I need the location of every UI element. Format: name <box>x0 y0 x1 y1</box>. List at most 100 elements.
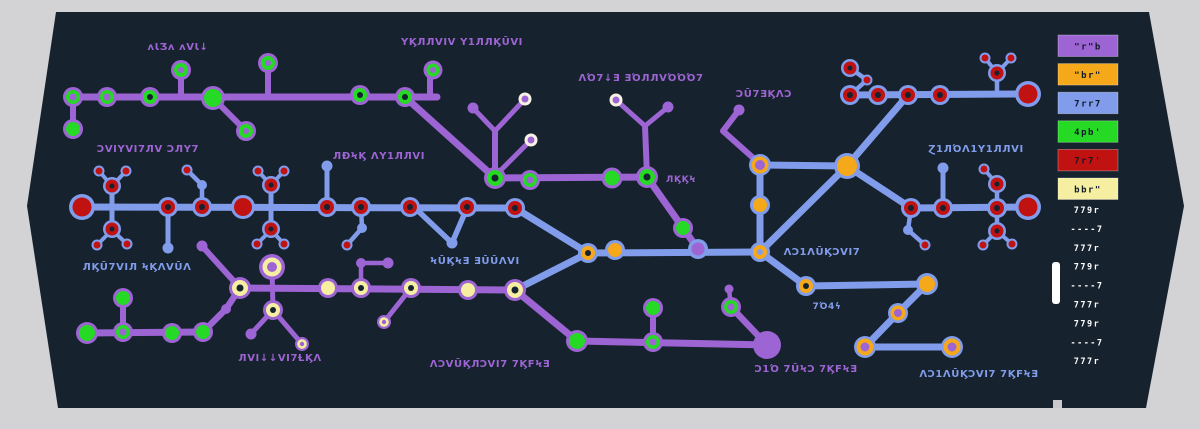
station-node <box>733 104 745 116</box>
station-node <box>231 195 255 219</box>
station-node <box>97 87 117 107</box>
station-node <box>978 163 990 175</box>
route-line-blue <box>756 162 851 256</box>
legend-label: bbr" <box>1074 185 1102 195</box>
station-node <box>251 238 263 250</box>
station-ring <box>894 309 902 317</box>
station-node <box>140 87 160 107</box>
route-list-item: 777r <box>1074 244 1100 254</box>
station-node <box>93 165 105 177</box>
station-ring <box>299 341 305 347</box>
route-line-blue <box>511 249 592 294</box>
station-ring <box>243 128 249 134</box>
station-ring <box>937 92 943 98</box>
station-ring <box>178 67 184 73</box>
route-line-purple <box>83 328 207 337</box>
station-node <box>518 92 532 106</box>
station-ring <box>197 180 207 190</box>
station-ring <box>691 242 705 256</box>
stations <box>63 52 1041 359</box>
station-node <box>121 238 133 250</box>
map-label: ɅϽ1ΛŪϏϽVΙ7 7ϏϜϞƎ <box>919 367 1038 380</box>
station-ring <box>268 182 274 188</box>
station-node <box>930 85 950 105</box>
station-ring <box>646 301 660 315</box>
station-node <box>351 197 371 217</box>
station-ring <box>757 249 763 255</box>
station-ring <box>847 65 853 71</box>
station-node <box>840 85 860 105</box>
route-line-purple <box>494 137 534 177</box>
station-ring <box>1007 54 1015 62</box>
station-ring <box>357 92 363 98</box>
station-ring <box>461 283 475 297</box>
station-node <box>158 197 178 217</box>
map-label: ᴧƖƷᴧ ᴧVƖ↓ <box>148 42 209 53</box>
legend-item: 7r7' <box>1057 148 1119 172</box>
map-label: ϞŪϏϞƎ ƎŪŪɅVΙ <box>430 254 520 267</box>
map-label: 7Ό4ϟ <box>813 301 842 312</box>
station-ring <box>980 165 988 173</box>
station-ring <box>491 174 499 182</box>
route-list-item: ----7 <box>1070 338 1103 348</box>
station-node <box>446 237 458 249</box>
scrollbar-thumb[interactable] <box>1052 262 1060 304</box>
station-node <box>834 153 860 179</box>
station-node <box>196 240 208 252</box>
station-node <box>258 53 278 73</box>
station-ring <box>122 167 130 175</box>
map-label: Ɔ1Ό 7ŪϞϽ 7ϏϜϞƎ <box>754 362 857 375</box>
station-node <box>505 198 525 218</box>
station-node <box>69 194 95 220</box>
station-ring <box>860 342 870 352</box>
station-ring <box>196 325 210 339</box>
station-ring <box>324 204 330 210</box>
station-ring <box>270 307 276 313</box>
station-ring <box>234 198 252 216</box>
station-node <box>350 85 370 105</box>
station-ring <box>356 258 366 268</box>
station-node <box>162 242 174 254</box>
station-ring <box>994 181 1000 187</box>
station-node <box>916 273 938 295</box>
route-line-purple <box>401 93 499 182</box>
station-node <box>841 59 859 77</box>
station-ring <box>527 136 535 144</box>
legend-label: 7r7' <box>1074 157 1102 167</box>
station-ring <box>526 176 534 184</box>
station-node <box>988 64 1006 82</box>
route-list-item: 777r <box>1074 301 1100 311</box>
route-line-purple <box>720 107 763 167</box>
station-ring <box>585 250 591 256</box>
station-node <box>903 225 913 235</box>
station-node <box>278 165 290 177</box>
station-ring <box>123 240 131 248</box>
station-ring <box>875 92 881 98</box>
station-node <box>63 87 83 107</box>
station-node <box>750 242 770 262</box>
station-node <box>484 167 506 189</box>
station-node <box>76 322 98 344</box>
station-node <box>988 222 1006 240</box>
legend-swatch-red <box>1057 148 1119 172</box>
station-node <box>197 180 207 190</box>
map-label: ΛΌ7↓Ǝ ƎΌЛЛVΌΌΌ7 <box>578 72 703 84</box>
station-node <box>103 177 121 195</box>
route-line-blue <box>756 161 851 170</box>
station-ring <box>994 205 1000 211</box>
station-ring <box>267 262 277 272</box>
station-ring <box>994 228 1000 234</box>
station-node <box>245 328 257 340</box>
station-node <box>977 239 989 251</box>
route-line-purple <box>492 96 528 134</box>
legend-swatch-blue <box>1057 91 1119 115</box>
map-label: ɅϽ1ΛŪϏϽVΙ7 <box>784 245 861 258</box>
station-ring <box>265 60 271 66</box>
station-ring <box>109 226 115 232</box>
station-ring <box>662 101 674 113</box>
station-ring <box>116 291 130 305</box>
station-ring <box>95 167 103 175</box>
station-ring <box>196 240 208 252</box>
